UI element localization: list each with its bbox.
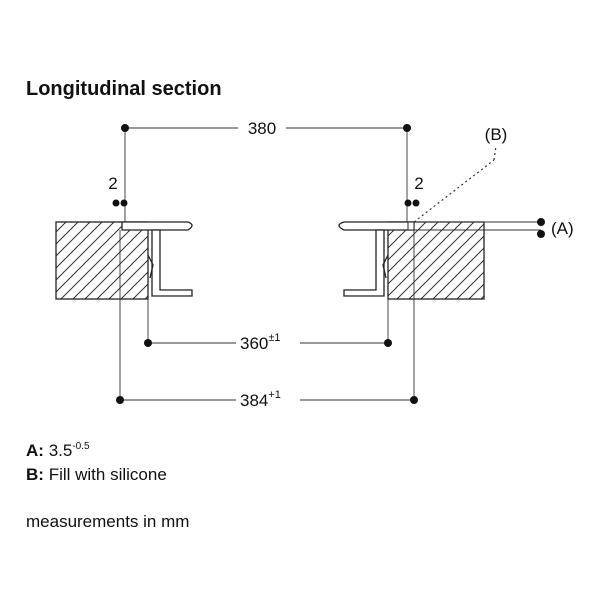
dim-dot <box>410 396 418 404</box>
dim-left-gap: 2 <box>108 174 117 193</box>
dim-380: 380 <box>248 119 276 138</box>
legend-b-text: Fill with silicone <box>48 465 167 484</box>
left-hob-edge <box>121 221 193 231</box>
left-bracket <box>151 229 193 297</box>
dim-dot <box>537 218 545 226</box>
dim-360-tolerance: ±1 <box>268 332 280 344</box>
legend-a-key: A <box>26 441 39 460</box>
dim-384: 384+1 <box>240 389 281 410</box>
dim-dot <box>112 199 120 207</box>
callout-a: (A) <box>551 219 574 238</box>
dim-dot <box>384 339 392 347</box>
right-clip <box>382 254 389 279</box>
right-hob-edge <box>338 221 415 231</box>
dim-360-value: 360 <box>240 334 268 353</box>
dim-dot <box>116 396 124 404</box>
dim-dot <box>120 199 128 207</box>
callout-b-leader <box>413 159 495 223</box>
dim-dot <box>404 199 412 207</box>
legend-a-tolerance: -0.5 <box>72 441 90 452</box>
left-clip <box>147 254 154 279</box>
dim-right-gap: 2 <box>414 174 423 193</box>
units-note: measurements in mm <box>26 512 190 531</box>
legend-b-sep: : <box>38 465 44 484</box>
callout-b: (B) <box>485 125 508 144</box>
dim-384-value: 384 <box>240 391 268 410</box>
dim-dot <box>403 124 411 132</box>
dim-360: 360±1 <box>240 332 281 353</box>
dim-dot <box>144 339 152 347</box>
left-worktop <box>55 221 149 300</box>
right-bracket <box>343 229 385 297</box>
page-title: Longitudinal section <box>26 78 222 100</box>
dim-dot <box>537 230 545 238</box>
silicone-gap <box>407 221 415 231</box>
legend-a: A: 3.5-0.5 <box>26 441 90 461</box>
dim-384-tolerance: +1 <box>268 389 281 401</box>
dim-dot <box>412 199 420 207</box>
right-worktop <box>387 221 485 300</box>
dim-dot <box>121 124 129 132</box>
legend-b: B: Fill with silicone <box>26 465 167 485</box>
legend-a-value: 3.5 <box>48 441 73 460</box>
legend-a-sep: : <box>38 441 44 460</box>
legend-b-key: B <box>26 465 39 484</box>
